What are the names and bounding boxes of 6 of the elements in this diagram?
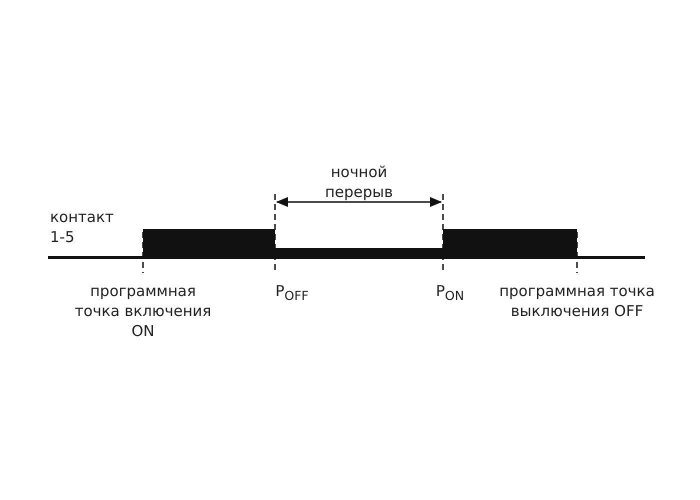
point-label: P$_{OFF}$ [274, 281, 310, 305]
interval-label: ночной перерыв [324, 162, 394, 202]
point-label: программная точка выключения OFF [498, 281, 656, 321]
point-label: программная точка включения ON [74, 281, 212, 341]
point-label: P$_{ON}$ [434, 281, 466, 305]
signal-name: контакт 1-5 [50, 207, 115, 247]
